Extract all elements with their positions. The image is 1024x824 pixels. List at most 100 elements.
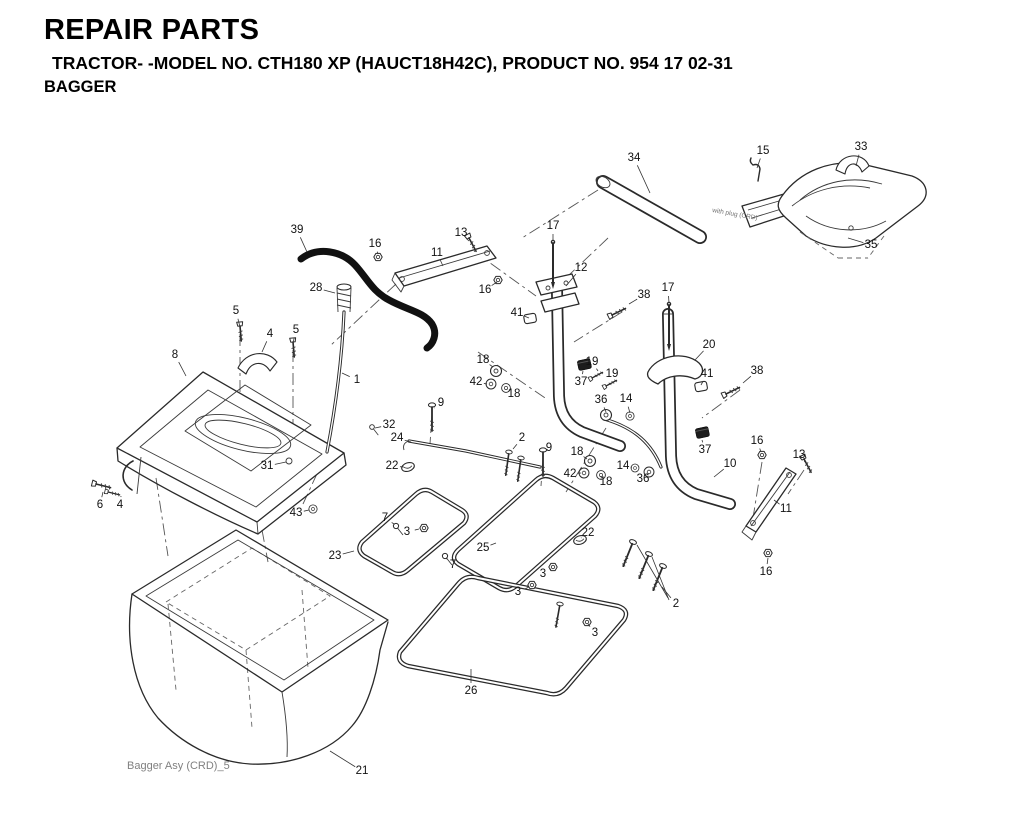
support-strap-right — [741, 453, 815, 541]
section-title: BAGGER — [44, 78, 117, 96]
part-label-11: 11 — [431, 247, 443, 259]
leader-line-4 — [261, 341, 268, 353]
leader-line-23 — [342, 550, 355, 555]
leader-line-34 — [636, 165, 651, 194]
leader-line-6 — [101, 491, 104, 498]
part-label-4: 4 — [117, 499, 124, 511]
part-label-7: 7 — [450, 559, 456, 571]
leader-line-32 — [374, 426, 382, 429]
leader-line-3 — [414, 528, 420, 531]
part-label-5: 5 — [233, 305, 239, 317]
part-label-16: 16 — [760, 566, 773, 578]
leader-line-7 — [391, 522, 395, 525]
part-label-41: 41 — [701, 368, 714, 380]
leader-line-2 — [661, 586, 672, 599]
leader-line-13 — [803, 460, 806, 463]
support-frame-left — [535, 273, 626, 452]
leader-line-37 — [582, 370, 584, 375]
part-label-17: 17 — [547, 220, 560, 232]
bag-frame-lower — [396, 574, 629, 697]
part-label-36: 36 — [595, 394, 608, 406]
part-label-16: 16 — [479, 284, 492, 296]
part-label-23: 23 — [329, 550, 342, 562]
leader-line-2 — [512, 443, 518, 450]
leader-line-18 — [489, 364, 494, 368]
part-label-22: 22 — [582, 527, 595, 539]
leader-line-28 — [323, 289, 336, 294]
part-label-32: 32 — [383, 419, 396, 431]
part-label-13: 13 — [455, 227, 468, 239]
part-label-34: 34 — [628, 152, 641, 164]
support-frame-right — [646, 308, 736, 510]
leader-line-38 — [628, 298, 638, 305]
part-label-39: 39 — [291, 224, 304, 236]
part-label-33: 33 — [855, 141, 868, 153]
support-strap-top — [373, 232, 503, 293]
leader-line-41 — [524, 315, 530, 319]
leader-line-38 — [742, 375, 752, 384]
leader-line-5 — [292, 337, 295, 344]
leader-line-18 — [583, 456, 588, 460]
part-label-18: 18 — [477, 354, 490, 366]
part-label-28: 28 — [310, 282, 323, 294]
leader-line-43 — [303, 509, 310, 512]
leader-line-13 — [466, 238, 470, 242]
part-label-5: 5 — [293, 324, 299, 336]
bagger-container — [128, 529, 389, 765]
part-label-3: 3 — [404, 526, 410, 538]
leader-line-3 — [587, 623, 591, 627]
part-label-16: 16 — [751, 435, 764, 447]
part-label-31: 31 — [261, 460, 274, 472]
part-label-38: 38 — [638, 289, 651, 301]
leader-line-5 — [237, 318, 241, 328]
part-label-35: 35 — [865, 239, 878, 251]
part-label-18: 18 — [508, 388, 521, 400]
bagger-lid — [116, 353, 347, 535]
part-label-1: 1 — [354, 374, 360, 386]
fasteners — [90, 239, 773, 629]
leader-line-11 — [773, 499, 780, 505]
part-label-24: 24 — [391, 432, 404, 444]
leader-line-33 — [855, 154, 860, 167]
page-title: REPAIR PARTS — [44, 14, 260, 46]
part-label-2: 2 — [519, 432, 525, 444]
part-label-3: 3 — [515, 586, 521, 598]
part-label-9: 9 — [546, 442, 552, 454]
diagram-caption: Bagger Asy (CRD)_5 — [127, 760, 230, 772]
leader-line-3 — [525, 586, 530, 590]
cross-rod — [602, 417, 663, 469]
leader-line-1 — [341, 372, 350, 377]
part-label-18: 18 — [571, 446, 584, 458]
hook-bracket-20 — [646, 355, 704, 385]
leader-line-25 — [490, 542, 497, 546]
hitch-pin-15 — [749, 157, 761, 182]
part-label-25: 25 — [477, 542, 490, 554]
leader-line-42 — [483, 383, 488, 385]
part-label-11: 11 — [780, 503, 792, 515]
part-label-7: 7 — [382, 512, 388, 524]
leader-line-24 — [404, 439, 412, 443]
leader-fan — [636, 544, 670, 601]
part-label-3: 3 — [540, 568, 546, 580]
part-label-2: 2 — [673, 598, 679, 610]
leader-line-39 — [299, 237, 308, 253]
chute-handle — [835, 155, 870, 175]
discharge-chute — [595, 155, 927, 259]
part-label-22: 22 — [386, 460, 399, 472]
part-label-19: 19 — [606, 368, 619, 380]
model-line: TRACTOR- -MODEL NO. CTH180 XP (HAUCT18H4… — [52, 53, 733, 73]
leader-line-16 — [376, 251, 379, 255]
part-label-10: 10 — [724, 458, 737, 470]
leader-line-19 — [596, 368, 599, 372]
leader-line-9 — [542, 451, 545, 454]
leader-line-16 — [766, 557, 769, 565]
part-label-37: 37 — [699, 444, 712, 456]
part-label-42: 42 — [470, 376, 483, 388]
leader-line-18 — [600, 476, 602, 478]
lift-rod — [325, 283, 352, 454]
leader-line-10 — [713, 468, 725, 478]
part-label-12: 12 — [575, 262, 588, 274]
leader-line-36 — [603, 407, 607, 413]
